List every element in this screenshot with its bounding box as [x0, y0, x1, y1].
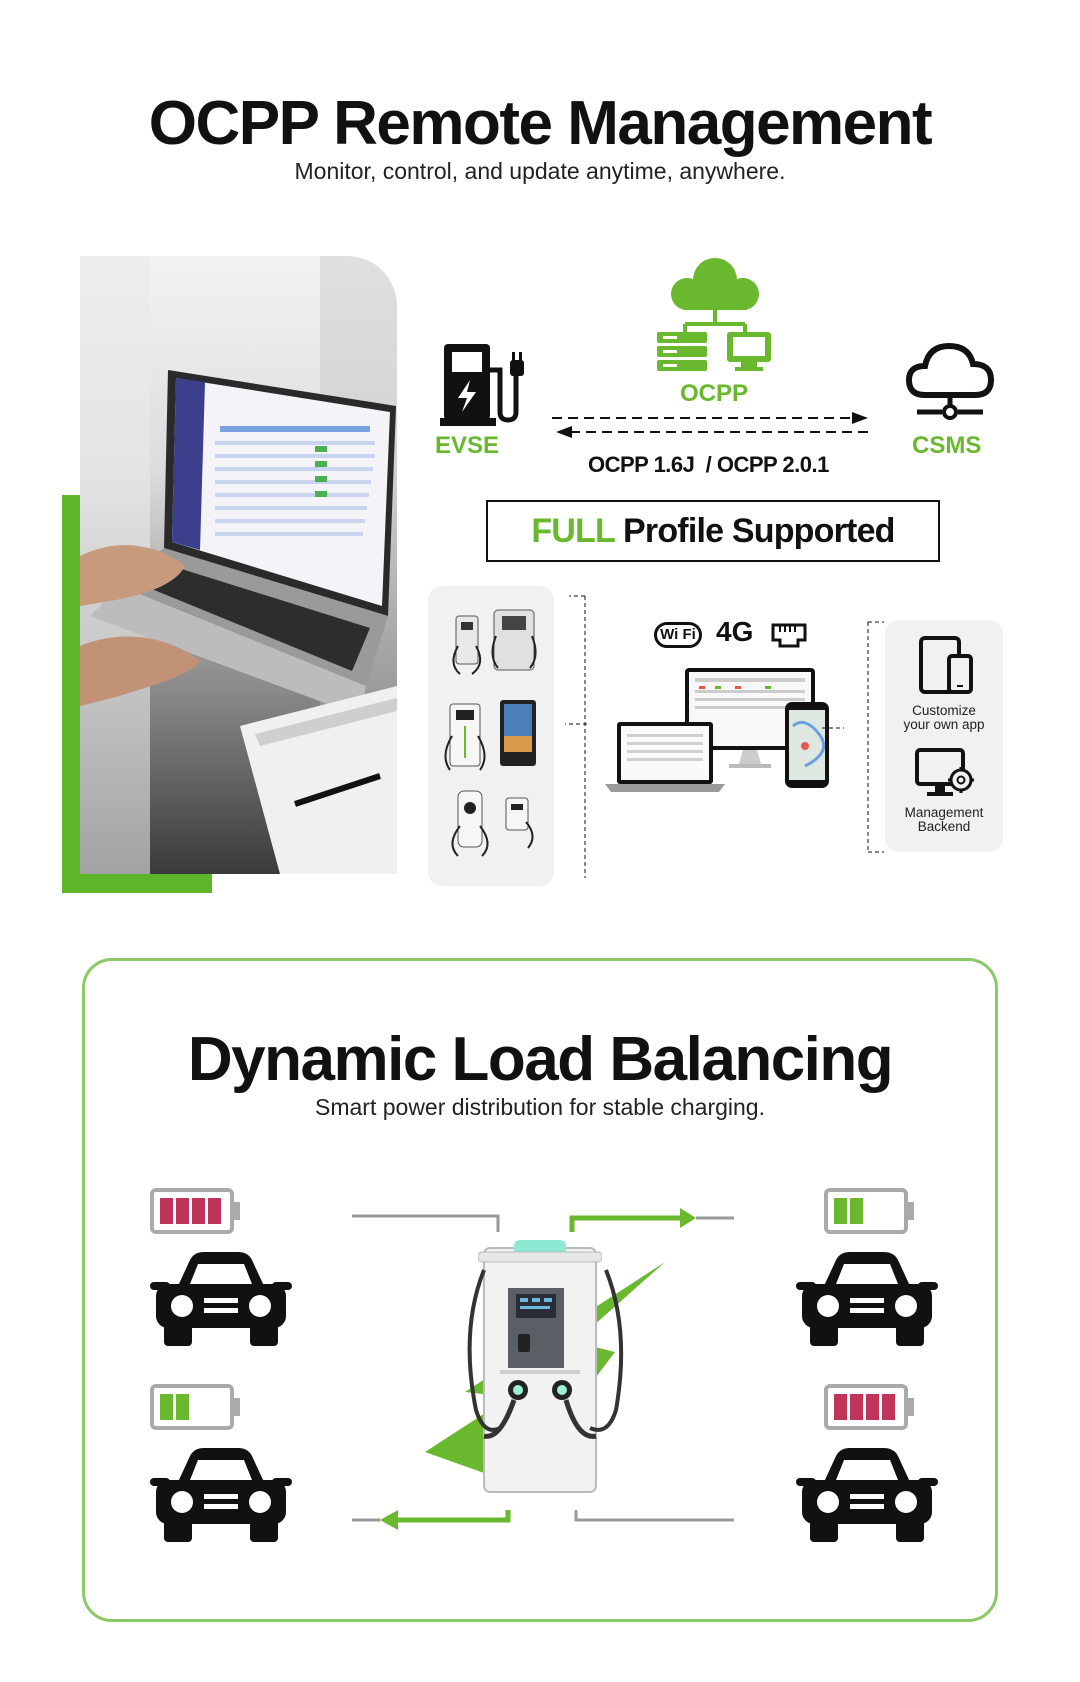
profile-text: Profile Supported	[614, 512, 895, 550]
car-icon-bottom-left	[150, 1446, 292, 1549]
ocpp-label: OCPP	[680, 380, 749, 407]
chargers-panel	[428, 586, 554, 886]
evse-label: EVSE	[435, 432, 500, 459]
laptop-photo	[80, 256, 397, 874]
battery-icon	[150, 1188, 242, 1239]
section-subtitle-ocpp: Monitor, control, and update anytime, an…	[294, 158, 786, 184]
csms-label: CSMS	[912, 432, 982, 459]
left-bracket-lines	[565, 594, 587, 880]
section-title-ocpp: OCPP Remote Management	[148, 89, 933, 158]
full-profile-box: FULL Profile Supported	[486, 500, 940, 562]
car-icon-top-left	[150, 1250, 292, 1353]
section-subtitle-load-balancing: Smart power distribution for stable char…	[315, 1094, 765, 1120]
ethernet-port-icon	[770, 622, 808, 655]
evse-charger-icon	[440, 340, 540, 431]
cloud-network-icon	[655, 256, 775, 381]
battery-icon	[150, 1384, 242, 1435]
csms-cloud-icon	[905, 340, 995, 427]
protocol-versions: OCPP 1.6J / OCPP 2.0.1	[588, 452, 829, 477]
management-backend-label: Management Backend	[904, 805, 984, 834]
wifi-icon: Wi Fi	[654, 622, 702, 648]
right-connector-line	[822, 662, 844, 730]
tablet-phone-icon	[919, 636, 975, 701]
bidirectional-arrows	[548, 408, 878, 443]
charger-body	[477, 1240, 603, 1501]
devices-illustration	[605, 666, 835, 801]
charger-cables	[440, 1260, 650, 1465]
battery-icon	[824, 1384, 916, 1435]
load-balancing-card	[82, 958, 998, 1622]
power-flow-lines	[350, 1176, 736, 1541]
app-backend-panel: Customize your own app Management Backen…	[885, 620, 1003, 852]
profile-highlight: FULL	[531, 512, 615, 550]
section-title-load-balancing: Dynamic Load Balancing	[187, 1025, 894, 1094]
battery-icon	[824, 1188, 916, 1239]
car-icon-top-right	[796, 1250, 938, 1353]
monitor-gear-icon	[915, 748, 975, 805]
car-icon-bottom-right	[796, 1446, 938, 1549]
right-bracket-lines	[866, 620, 888, 854]
4g-icon: 4G	[716, 616, 754, 647]
customize-app-label: Customize your own app	[903, 703, 985, 732]
